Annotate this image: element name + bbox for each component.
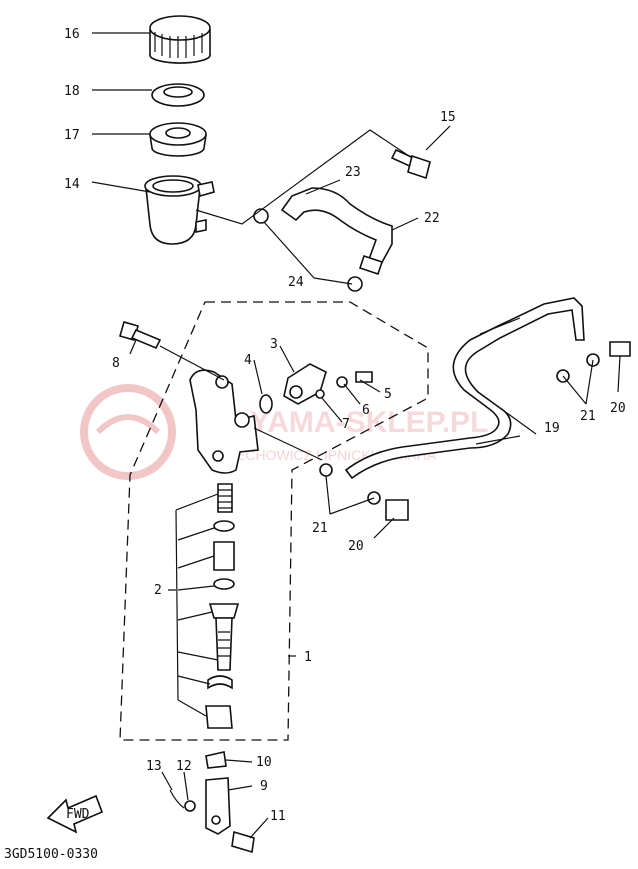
cotter-pin xyxy=(169,789,185,809)
callout-17: 17 xyxy=(64,128,80,143)
callout-8: 8 xyxy=(112,356,120,371)
callout-14: 14 xyxy=(64,177,80,192)
callout-16: 16 xyxy=(64,27,80,42)
fwd-label: FWD xyxy=(66,807,90,822)
callout-22: 22 xyxy=(424,211,440,226)
watermark-title: YAMA-SKLEP.PL xyxy=(250,406,488,439)
callout-leaders xyxy=(91,32,621,839)
callout-24: 24 xyxy=(288,275,304,290)
callout-6: 6 xyxy=(362,403,370,418)
callout-4: 4 xyxy=(244,353,252,368)
callout-18: 18 xyxy=(64,84,80,99)
o-ring xyxy=(259,394,273,414)
callout-21-left: 21 xyxy=(312,521,328,536)
callout-13: 13 xyxy=(146,759,162,774)
callout-10: 10 xyxy=(256,755,272,770)
callout-11: 11 xyxy=(270,809,286,824)
brake-hose xyxy=(344,297,585,480)
callout-20-left: 20 xyxy=(348,539,364,554)
reservoir xyxy=(144,175,215,245)
callout-2: 2 xyxy=(154,583,162,598)
clevis xyxy=(205,777,231,835)
washer-12 xyxy=(184,800,196,812)
bolt-15 xyxy=(390,148,431,180)
callout-12: 12 xyxy=(176,759,192,774)
bolt-8 xyxy=(119,321,162,350)
callout-20-right: 20 xyxy=(610,401,626,416)
washer-7 xyxy=(315,389,325,399)
diagram-code: 3GD5100-0330 xyxy=(4,847,98,862)
cylinder-kit xyxy=(205,483,240,729)
assembly-boundary xyxy=(119,301,429,741)
callout-15: 15 xyxy=(440,110,456,125)
callout-23: 23 xyxy=(345,165,361,180)
callout-7: 7 xyxy=(342,417,350,432)
reservoir-cap xyxy=(149,15,211,64)
nut-10 xyxy=(205,751,227,769)
diaphragm-plate xyxy=(151,83,205,107)
callout-3: 3 xyxy=(270,337,278,352)
callout-9: 9 xyxy=(260,779,268,794)
banjo-bolt xyxy=(385,341,631,521)
leader-lines-2 xyxy=(168,493,219,717)
reservoir-hose xyxy=(280,187,393,276)
fwd-arrow: FWD xyxy=(46,794,104,834)
callout-21-right: 21 xyxy=(580,409,596,424)
callout-19: 19 xyxy=(544,421,560,436)
callout-1: 1 xyxy=(304,650,312,665)
pin-11 xyxy=(231,830,255,854)
callout-5: 5 xyxy=(384,387,392,402)
master-cylinder-body xyxy=(189,369,259,474)
diaphragm xyxy=(149,122,207,157)
watermark: YAMA-SKLEP.PL CIECHOWICZ LIPNICKI YAMAHA xyxy=(80,384,488,480)
screw-5 xyxy=(355,371,373,383)
